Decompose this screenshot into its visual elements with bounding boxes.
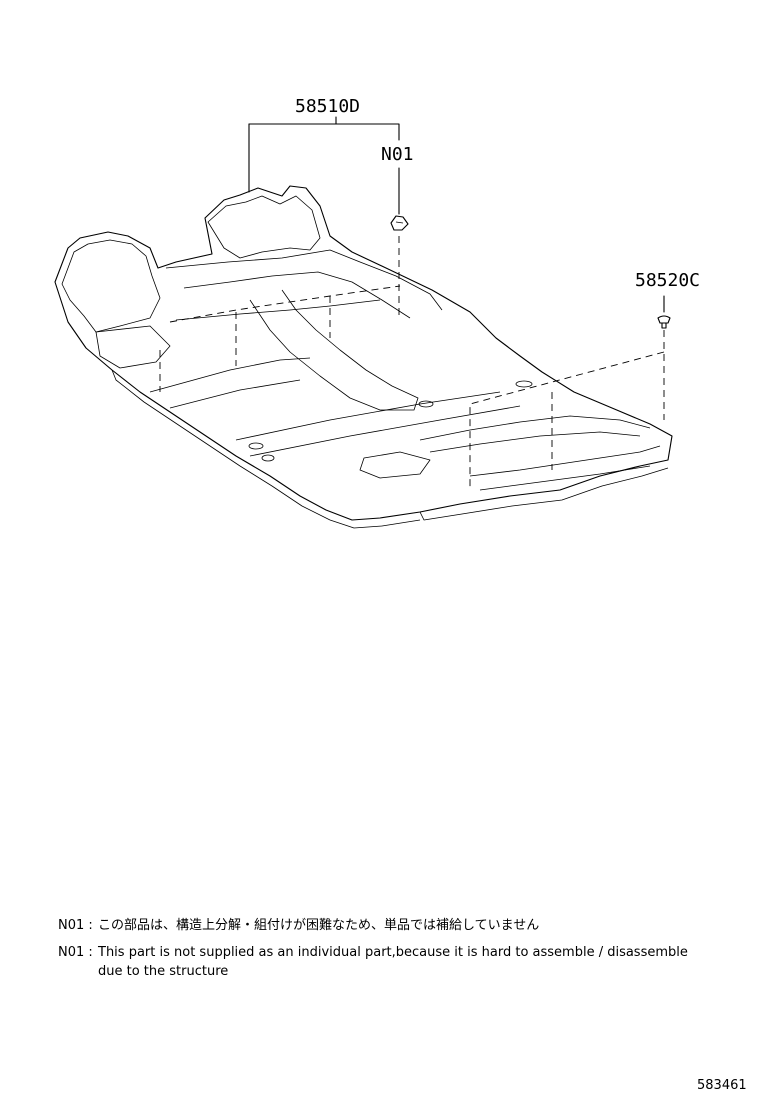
floor-carpet-illustration bbox=[54, 185, 673, 529]
note-english: N01 : This part is not supplied as an ind… bbox=[58, 943, 688, 962]
illustration-number: 583461 bbox=[697, 1078, 747, 1093]
callout-58510D: 58510D bbox=[295, 96, 360, 117]
note-text: この部品は、構造上分解・組付けが困難なため、単品では補給していません bbox=[98, 918, 540, 933]
note-tag: N01 : bbox=[58, 945, 93, 960]
note-tag: N01 : bbox=[58, 918, 93, 933]
note-english-continuation: due to the structure bbox=[98, 964, 229, 979]
callout-N01: N01 bbox=[381, 144, 414, 165]
n01-clip-icon bbox=[390, 215, 409, 231]
58520c-clip-icon bbox=[657, 315, 671, 329]
callout-58520C: 58520C bbox=[635, 270, 700, 291]
note-text: This part is not supplied as an individu… bbox=[98, 945, 688, 960]
leader-lines bbox=[248, 116, 665, 313]
note-japanese: N01 : この部品は、構造上分解・組付けが困難なため、単品では補給していません bbox=[58, 916, 539, 935]
